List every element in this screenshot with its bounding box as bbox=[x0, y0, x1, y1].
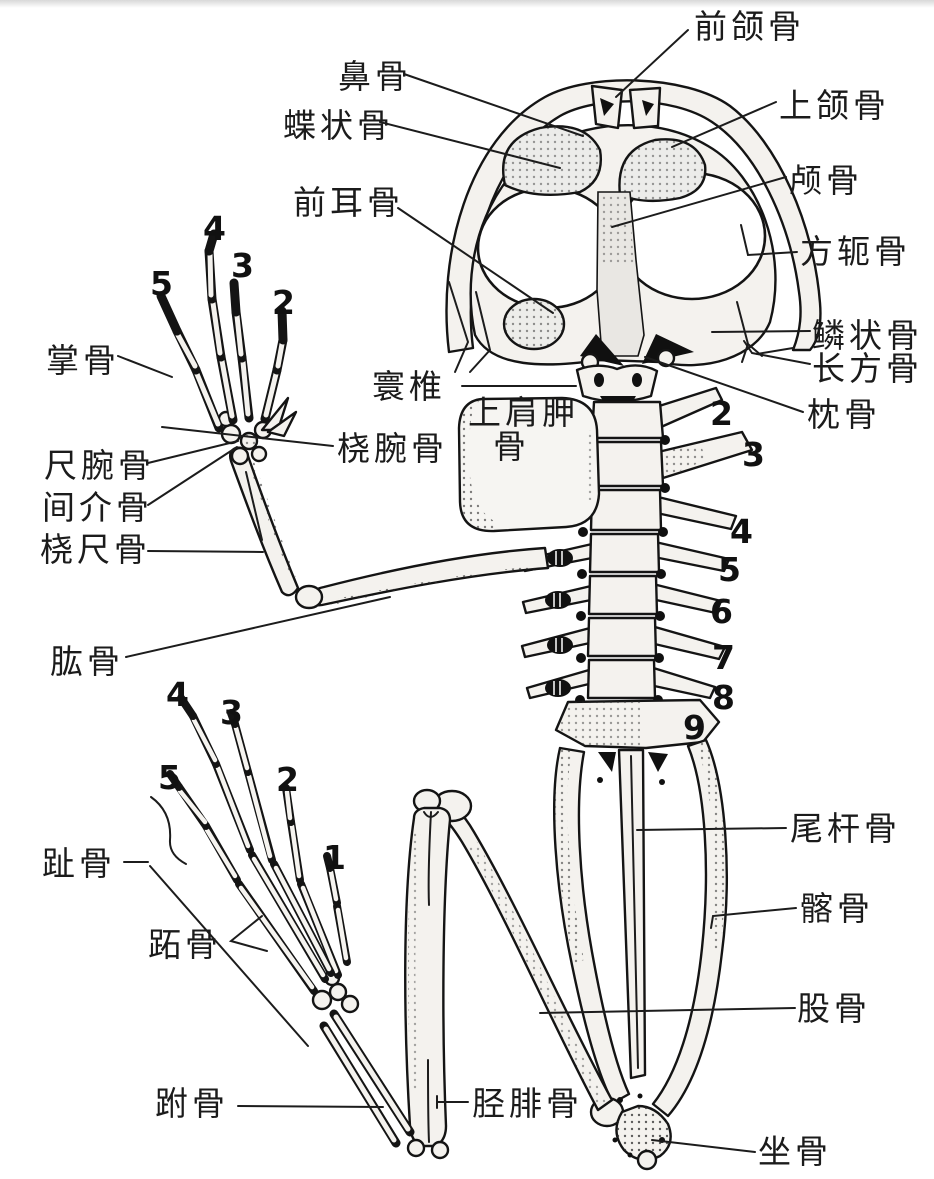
label-atlas: 寰椎 bbox=[372, 367, 446, 406]
skull-drawing bbox=[445, 79, 822, 373]
scan-edge-shadow bbox=[0, 0, 934, 8]
hindlimb-digit-numbers: 4 3 5 2 1 bbox=[158, 675, 346, 877]
label-occipital: 枕骨 bbox=[807, 395, 881, 434]
vertebra-number-5: 5 bbox=[718, 550, 741, 589]
vertebra-number-3: 3 bbox=[742, 435, 765, 474]
label-urostyle: 尾杆骨 bbox=[790, 809, 901, 848]
label-radioulna: 桡尺骨 bbox=[40, 530, 151, 569]
label-tibiofibula: 胫腓骨 bbox=[472, 1084, 583, 1123]
forelimb-drawing bbox=[156, 229, 550, 610]
label-squamosal: 鳞状骨 bbox=[812, 316, 923, 355]
finger-number-4: 4 bbox=[203, 209, 226, 248]
label-femur: 股骨 bbox=[797, 989, 871, 1028]
label-suprascapula-l2: 骨 bbox=[493, 427, 530, 466]
hindlimb-drawing bbox=[166, 694, 614, 1160]
label-nasal: 鼻骨 bbox=[338, 57, 412, 96]
vertebra-numbers: 2 3 4 5 6 7 8 9 bbox=[683, 394, 765, 747]
label-premaxilla: 前颌骨 bbox=[694, 7, 805, 46]
label-tarsals: 跗骨 bbox=[155, 1084, 229, 1123]
vertebra-number-4: 4 bbox=[730, 512, 753, 551]
toe-number-5: 5 bbox=[158, 758, 181, 797]
label-metacarpals: 掌骨 bbox=[46, 341, 120, 380]
vertebra-number-6: 6 bbox=[710, 592, 733, 631]
label-humerus: 肱骨 bbox=[50, 642, 124, 681]
label-phalanges: 趾骨 bbox=[42, 844, 116, 883]
label-sphenethmoid: 蝶状骨 bbox=[283, 106, 394, 145]
bone-labels: 前颌骨 鼻骨 蝶状骨 上颌骨 颅骨 前耳骨 方轭骨 鳞状骨 长方骨 枕骨 寰椎 … bbox=[40, 7, 923, 1171]
finger-number-3: 3 bbox=[231, 246, 254, 285]
forelimb-digit-numbers: 5 4 3 2 bbox=[150, 209, 295, 322]
vertebra-number-8: 8 bbox=[712, 678, 735, 717]
label-radial-carpal: 桡腕骨 bbox=[337, 429, 448, 468]
pelvis-drawing bbox=[553, 698, 728, 1171]
suprascapula-drawing bbox=[457, 396, 601, 533]
label-suprascapula-l1: 上肩胛 bbox=[468, 393, 579, 432]
vertebra-number-7: 7 bbox=[712, 638, 735, 677]
toe-number-2: 2 bbox=[276, 760, 299, 799]
label-prootic: 前耳骨 bbox=[293, 183, 404, 222]
label-ilium: 髂骨 bbox=[800, 889, 874, 928]
toe-number-1: 1 bbox=[323, 838, 346, 877]
leader-lines bbox=[117, 29, 811, 1153]
vertebra-number-2: 2 bbox=[710, 394, 733, 433]
label-intermedium: 间介骨 bbox=[42, 488, 153, 527]
label-ischium: 坐骨 bbox=[758, 1132, 832, 1171]
toe-number-4: 4 bbox=[166, 675, 189, 714]
left-hatched-marks bbox=[545, 549, 573, 697]
label-quadrate: 长方骨 bbox=[812, 349, 923, 388]
label-ulnar-carpal: 尺腕骨 bbox=[44, 446, 155, 485]
finger-number-2: 2 bbox=[272, 283, 295, 322]
finger-number-5: 5 bbox=[150, 264, 173, 303]
label-cranium: 颅骨 bbox=[789, 161, 863, 200]
label-quadratojugal: 方轭骨 bbox=[800, 232, 911, 271]
vertebra-number-9: 9 bbox=[683, 708, 706, 747]
toe-number-3: 3 bbox=[220, 693, 243, 732]
label-maxilla: 上颌骨 bbox=[779, 86, 890, 125]
label-metatarsals: 跖骨 bbox=[148, 925, 222, 964]
